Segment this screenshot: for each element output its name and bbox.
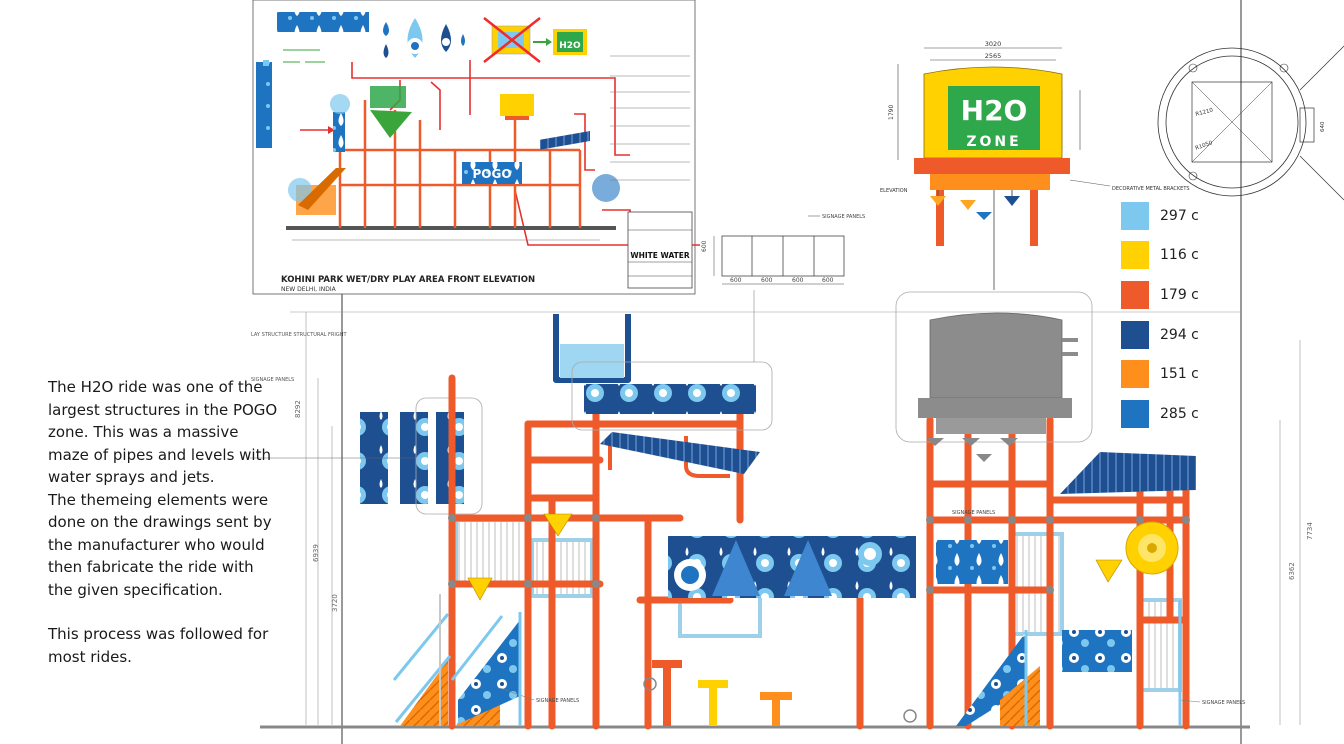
swatch-label: 297 c [1160,207,1199,224]
right-slide-roof [1060,452,1196,494]
ring-dim-h: 640 [1320,121,1326,132]
overall-height-right-dim: 7734 [1306,522,1314,540]
signage-panels-label: SIGNAGE PANELS [822,214,865,220]
left-tile-panel [256,62,272,148]
sheet-notes [292,55,690,241]
swatch-chip [1121,320,1149,349]
signage-panels-bottom-label: SIGNAGE PANELS [536,698,579,704]
right-signage-strip [936,540,1008,584]
signage-panels-right-label: SIGNAGE PANELS [1202,700,1245,706]
gray-water-tank [895,291,1093,462]
left-signage-panels [250,397,483,515]
swatch-label: 179 c [1160,286,1199,303]
swatch-row: 294 c [1121,315,1211,355]
yellow-wheel-icon [1125,521,1179,575]
company-name: WHITE WATER [630,251,690,260]
top-signage-strip [584,384,756,414]
mini-pogo-sign: POGO [472,167,511,181]
small-legend [283,49,325,63]
ring-plan-detail [1157,45,1344,201]
signage-panel-detail: 600 600 600 600 600 SIGNAGE PANELS [701,214,865,285]
description-paragraph-3: This process was followed for most rides… [48,625,269,666]
new-logo-icon: H2O [533,29,587,55]
swatch-row: 116 c [1121,236,1211,276]
signage-panels-mid-label: SIGNAGE PANELS [952,510,995,516]
swatch-row: 297 c [1121,196,1211,236]
bridge-panel-accents [674,540,882,596]
main-ride-elevation: 8292 6939 3720 7734 6362 LAY STRUCTURE S… [250,290,1314,730]
swatch-label: 116 c [1160,247,1199,264]
tank-logo-zone: ZONE [966,134,1021,150]
swatch-chip [1121,280,1149,309]
level-b-dim: 3720 [331,594,339,612]
swatch-row: 285 c [1121,394,1211,434]
tank-width-outer-dim: 3020 [985,40,1002,48]
swatch-label: 285 c [1160,405,1199,422]
right-bubble-panel [956,632,1026,726]
swatch-chip [1121,360,1149,389]
tank-elevation-detail: 3020 2565 1790 H2O ZONE DECORATIVE METAL… [880,40,1190,290]
signage-panels-left-label: SIGNAGE PANELS [251,377,294,383]
description-paragraph-2: The themeing elements were done on the d… [48,490,272,599]
swatch-chip [1121,201,1149,230]
header-drops-icon [383,18,465,58]
title-block: WHITE WATER [627,211,693,289]
panel-width-dim-4: 600 [822,277,834,284]
swatch-label: 294 c [1160,326,1199,343]
swatch-row: 151 c [1121,354,1211,394]
lower-fixtures [439,594,917,726]
tank-width-inner-dim: 2565 [985,52,1002,60]
panel-width-dim-3: 600 [792,277,804,284]
swatch-row: 179 c [1121,275,1211,315]
elevation-label: ELEVATION [880,188,908,194]
swatch-chip [1121,241,1149,270]
lay-structure-label: LAY STRUCTURE STRUCTURAL FRIGHT [251,332,347,338]
panel-height-dim: 600 [701,240,708,252]
left-slide-roof [600,432,760,474]
old-logo-crossed-icon [483,17,541,63]
overall-height-left-dim: 8292 [294,400,302,418]
left-bubble-panel [458,620,520,724]
description-paragraph-1: The H2O ride was one of the largest stru… [48,378,278,486]
panel-width-dim-1: 600 [730,277,742,284]
decorative-brackets-label: DECORATIVE METAL BRACKETS [1112,186,1190,192]
elevation-sheet: H2O [252,0,700,295]
sheet-title: KOHINI PARK WET/DRY PLAY AREA FRONT ELEV… [281,275,535,285]
swatch-label: 151 c [1160,366,1199,383]
header-tile-strip [277,12,369,32]
svg-text:H2O: H2O [559,41,581,51]
right-lower-bubble-panel [1062,630,1132,672]
height-right-2-dim: 6362 [1288,562,1296,580]
sheet-location: NEW DELHI, INDIA [281,286,337,293]
swatch-chip [1121,399,1149,428]
level-a-dim: 6939 [312,544,320,562]
panel-width-dim-2: 600 [761,277,773,284]
ring-dim-2: R1050 [1195,140,1214,152]
tipping-bucket-icon [553,314,631,383]
tank-height-dim: 1790 [888,105,895,120]
description-text: The H2O ride was one of the largest stru… [48,376,278,668]
color-swatch-list: 297 c 116 c 179 c 294 c 151 c 285 c [1121,196,1211,434]
mini-ride-structure: POGO [286,86,620,230]
tank-logo-h2o: H2O [961,94,1028,127]
ring-dim-1: R1210 [1195,107,1214,118]
